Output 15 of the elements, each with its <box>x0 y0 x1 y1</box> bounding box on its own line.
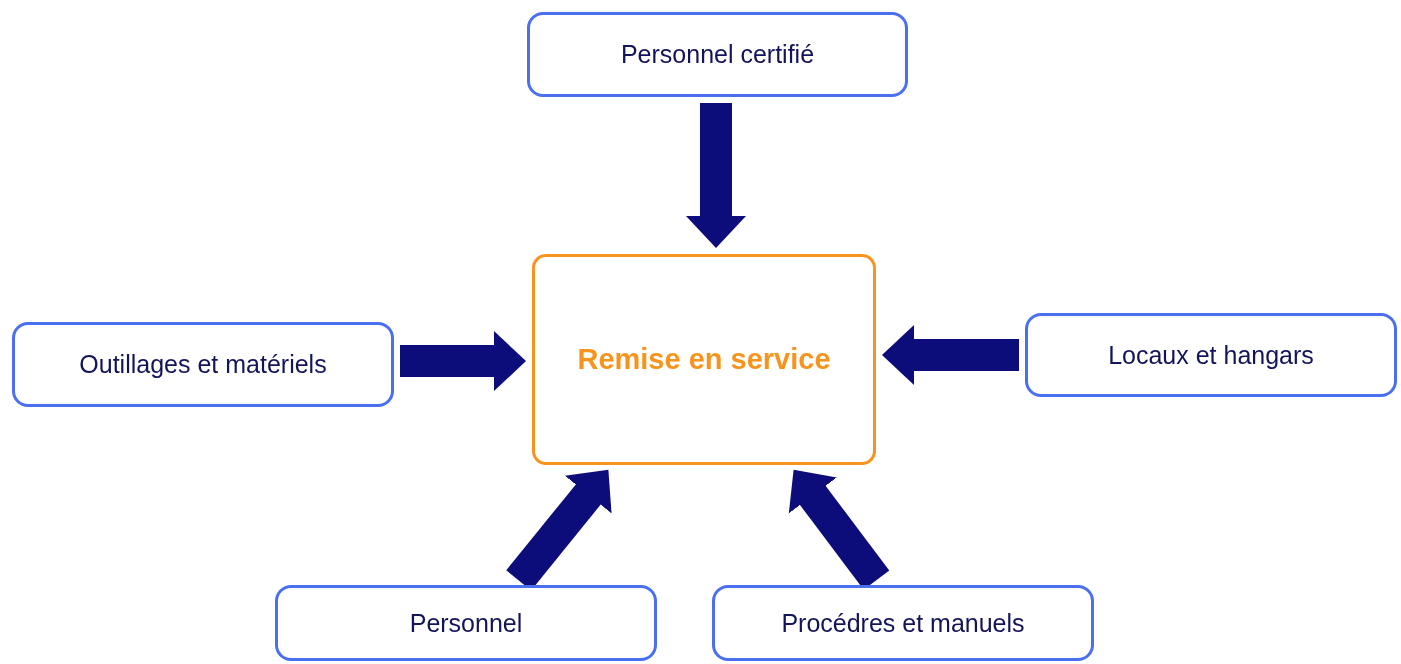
node-label: Personnel <box>408 608 524 638</box>
input-box <box>527 12 908 97</box>
node-label: Locaux et hangars <box>1107 340 1315 370</box>
input-box <box>12 322 394 407</box>
block-arrow <box>400 331 526 391</box>
node-label: Remise en service <box>576 343 832 376</box>
node-label: Procédres et manuels <box>780 608 1026 638</box>
block-arrow <box>882 325 1019 386</box>
process-box <box>532 254 876 465</box>
input-box <box>712 585 1094 661</box>
node-label: Outillages et matériels <box>78 350 328 379</box>
input-box <box>275 585 657 661</box>
block-arrow <box>686 103 746 248</box>
node-label: Personnel certifié <box>619 40 816 69</box>
input-box <box>1025 313 1397 397</box>
